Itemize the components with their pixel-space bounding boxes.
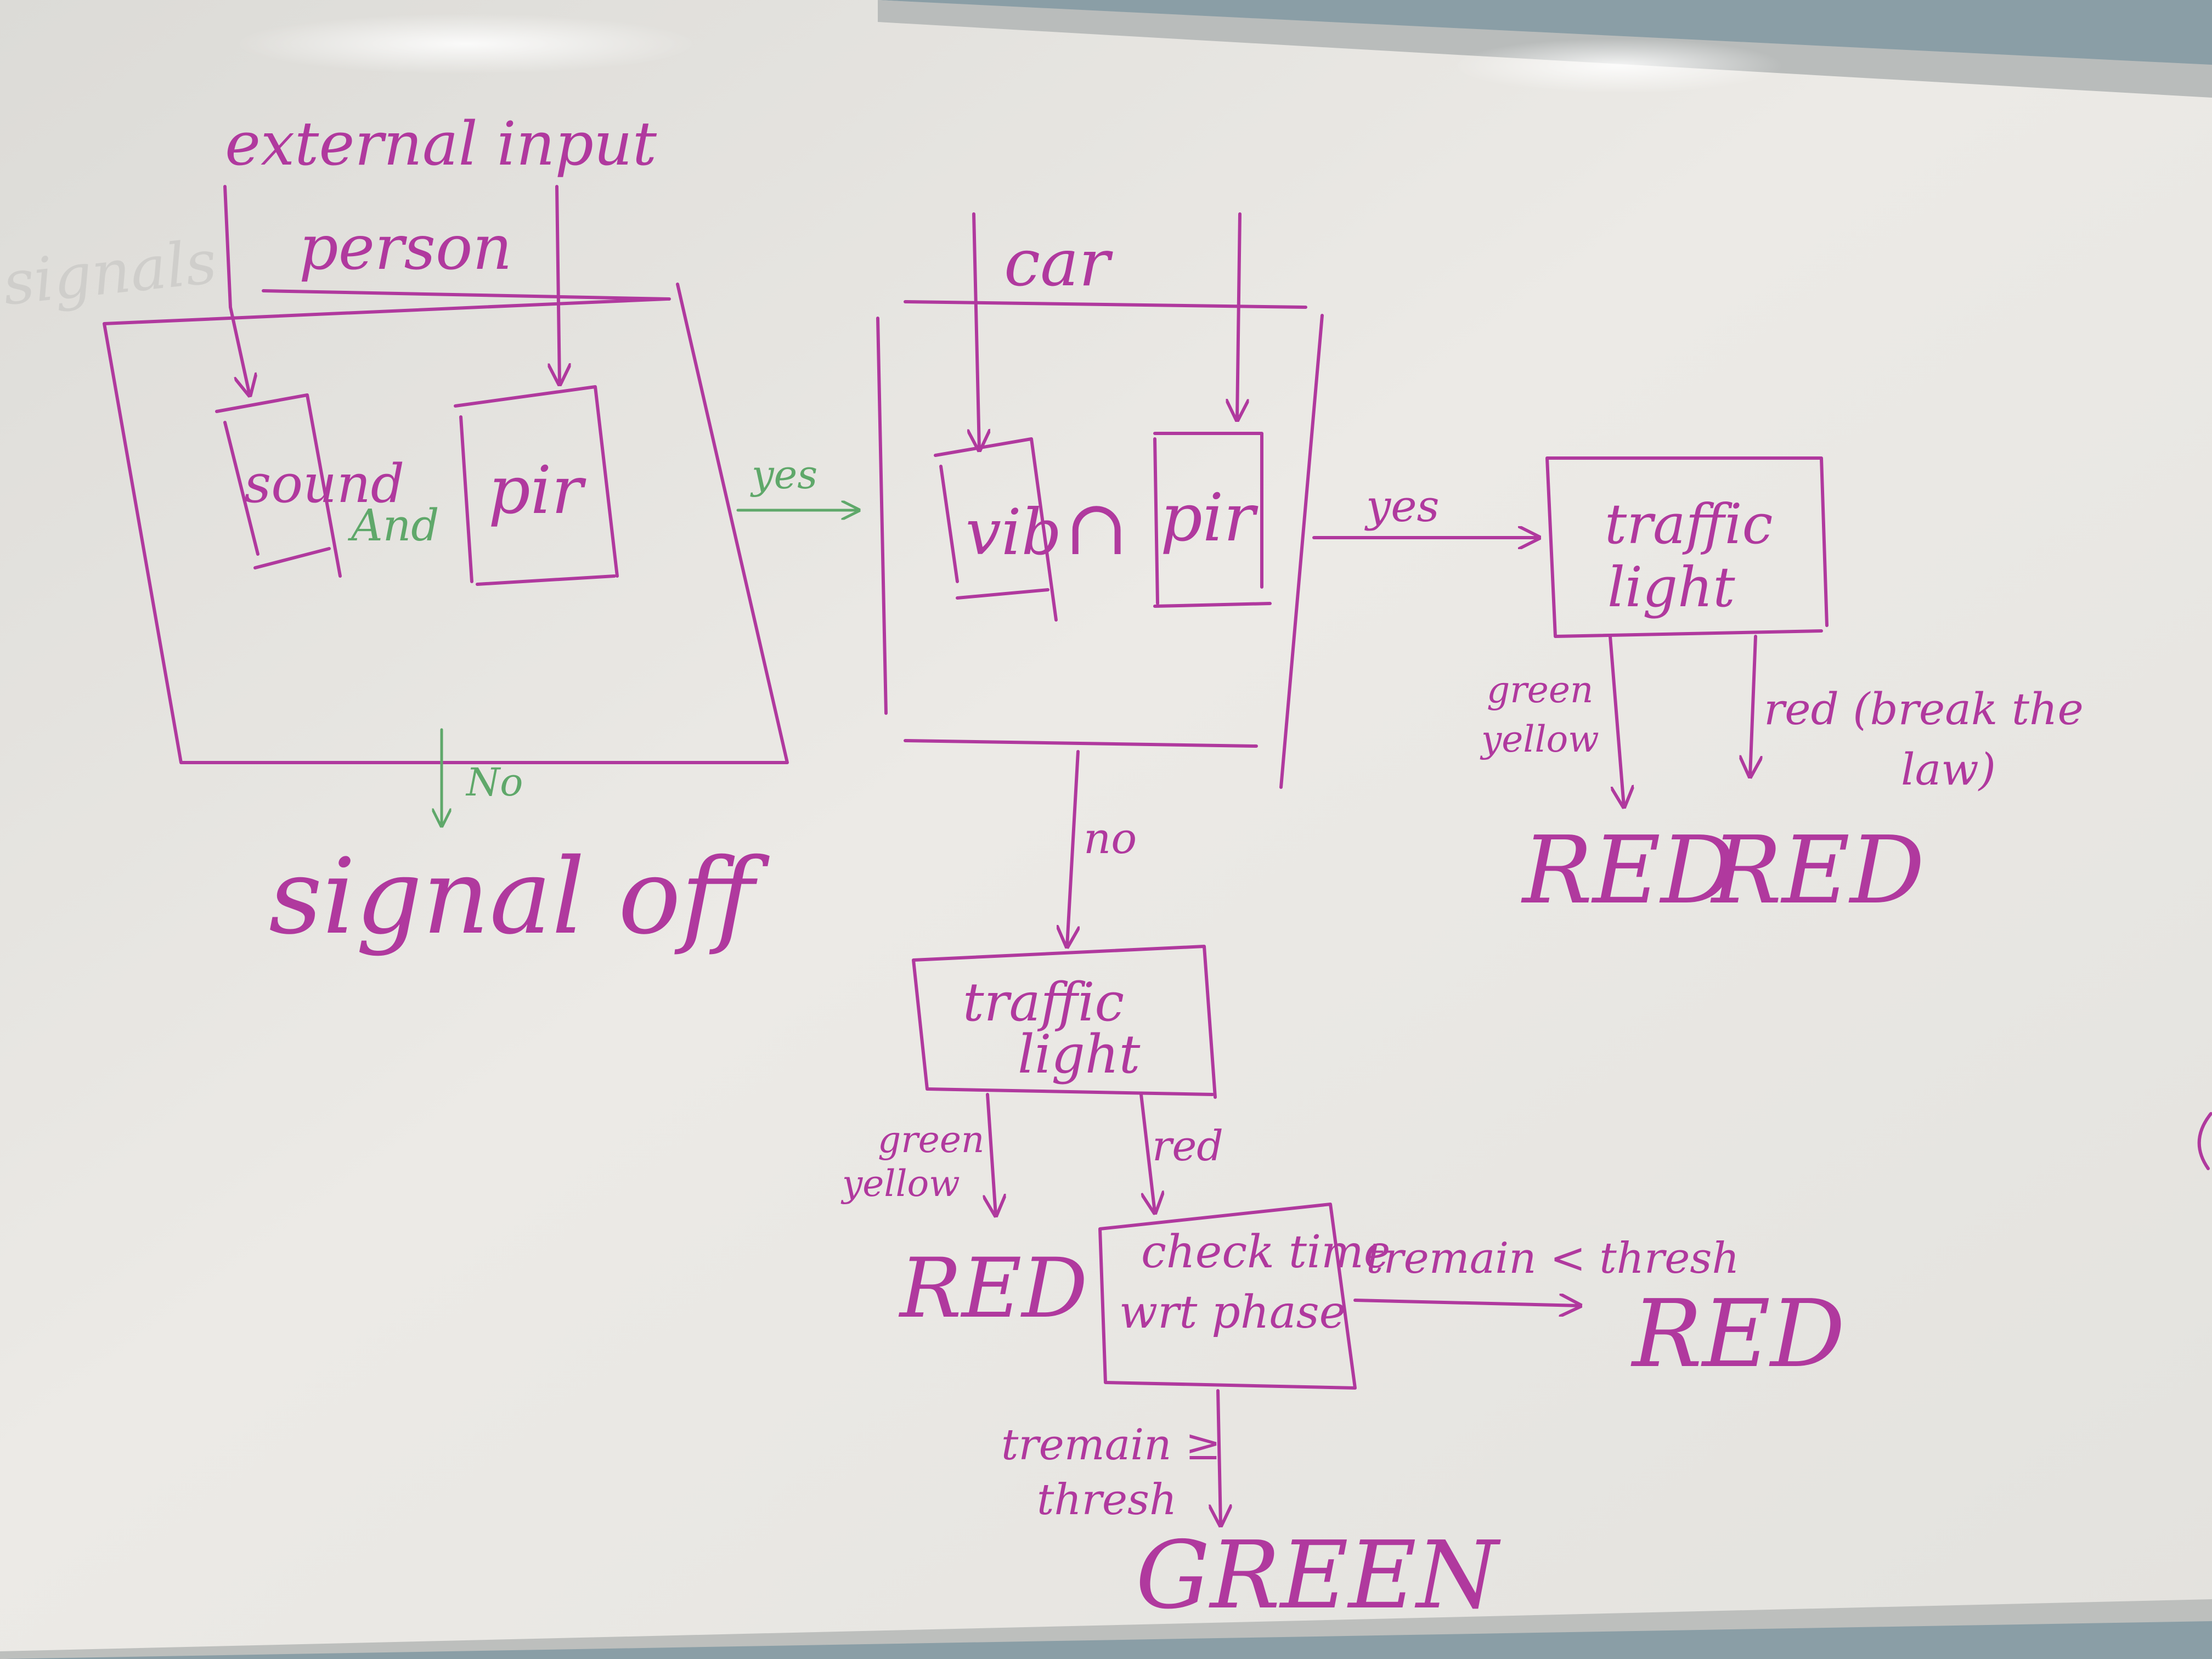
green-output: GREEN [1136, 1521, 1501, 1630]
external-input-label: external input [225, 109, 657, 179]
tremain-less-label: tremain < thresh [1366, 1234, 1740, 1283]
vib-label: vib [966, 496, 1062, 569]
check-time-line-2: wrt phase [1119, 1286, 1346, 1339]
vib-box [934, 437, 1058, 622]
pir-person-label: pir [488, 453, 586, 529]
glare [236, 14, 697, 74]
arrow-top-red [1750, 635, 1756, 776]
arrow-no-car [1067, 750, 1078, 946]
intersect-symbol: ∩ [1064, 483, 1128, 573]
green-yellow-bottom-line-1: green [878, 1119, 984, 1161]
and-label: And [347, 500, 439, 551]
red-break-law-line-2: law) [1901, 744, 1996, 795]
red-break-law-line-1: red (break the [1764, 684, 2084, 735]
pir-person-box [454, 385, 619, 586]
traffic-light-top-line-2: light [1607, 555, 1735, 619]
traffic-light-bottom-line-1: traffic [963, 972, 1124, 1033]
green-yellow-top-line-1: green [1487, 669, 1593, 711]
pir-car-box [1153, 432, 1272, 608]
red-label: red [1152, 1121, 1223, 1170]
yes-person-label: yes [750, 452, 817, 498]
arrow-bottom-green-yellow [988, 1093, 996, 1215]
red-output-1: RED [1521, 816, 1735, 925]
signal-off-label: signal off [269, 836, 770, 957]
no-person-label: No [465, 760, 523, 805]
arrow-tremain-geq [1218, 1389, 1221, 1525]
red-output-4: RED [1630, 1280, 1845, 1389]
sound-label: sound [244, 453, 404, 515]
traffic-light-top-box [1545, 456, 1829, 638]
stray-mark [2197, 1112, 2212, 1170]
arrow-ext-to-pir [557, 185, 560, 384]
check-time-box [1098, 1203, 1357, 1390]
tremain-geq-line-1: tremain ≥ [1001, 1420, 1221, 1470]
car-box [876, 300, 1324, 789]
red-output-3: RED [898, 1241, 1088, 1336]
car-label: car [1004, 225, 1113, 301]
pir-car-label: pir [1160, 480, 1259, 556]
green-yellow-top-line-2: yellow [1480, 718, 1599, 760]
green-yellow-bottom-line-2: yellow [840, 1163, 960, 1205]
sound-box [215, 393, 342, 578]
arrow-ext-to-sound [223, 185, 250, 395]
arrow-top-green-yellow [1609, 635, 1624, 806]
person-label: person [299, 212, 512, 284]
person-top-line [262, 289, 671, 301]
person-box [103, 283, 789, 764]
check-time-line-1: check time [1141, 1226, 1390, 1278]
arrow-tremain-less [1353, 1300, 1580, 1306]
yes-car-label: yes [1364, 481, 1440, 532]
traffic-light-top-line-1: traffic [1605, 492, 1773, 556]
tremain-geq-line-2: thresh [1037, 1475, 1177, 1525]
red-output-2: RED [1710, 816, 1925, 925]
board-bottom-frame [0, 1599, 2212, 1659]
glare [1454, 38, 1783, 93]
traffic-light-bottom-line-2: light [1018, 1024, 1141, 1085]
arrow-car-to-pir [1237, 212, 1240, 420]
arrow-bottom-red [1139, 1093, 1155, 1212]
arrow-car-to-vib [974, 212, 979, 450]
no-car-label: no [1084, 814, 1137, 864]
traffic-light-bottom-box [912, 945, 1217, 1099]
